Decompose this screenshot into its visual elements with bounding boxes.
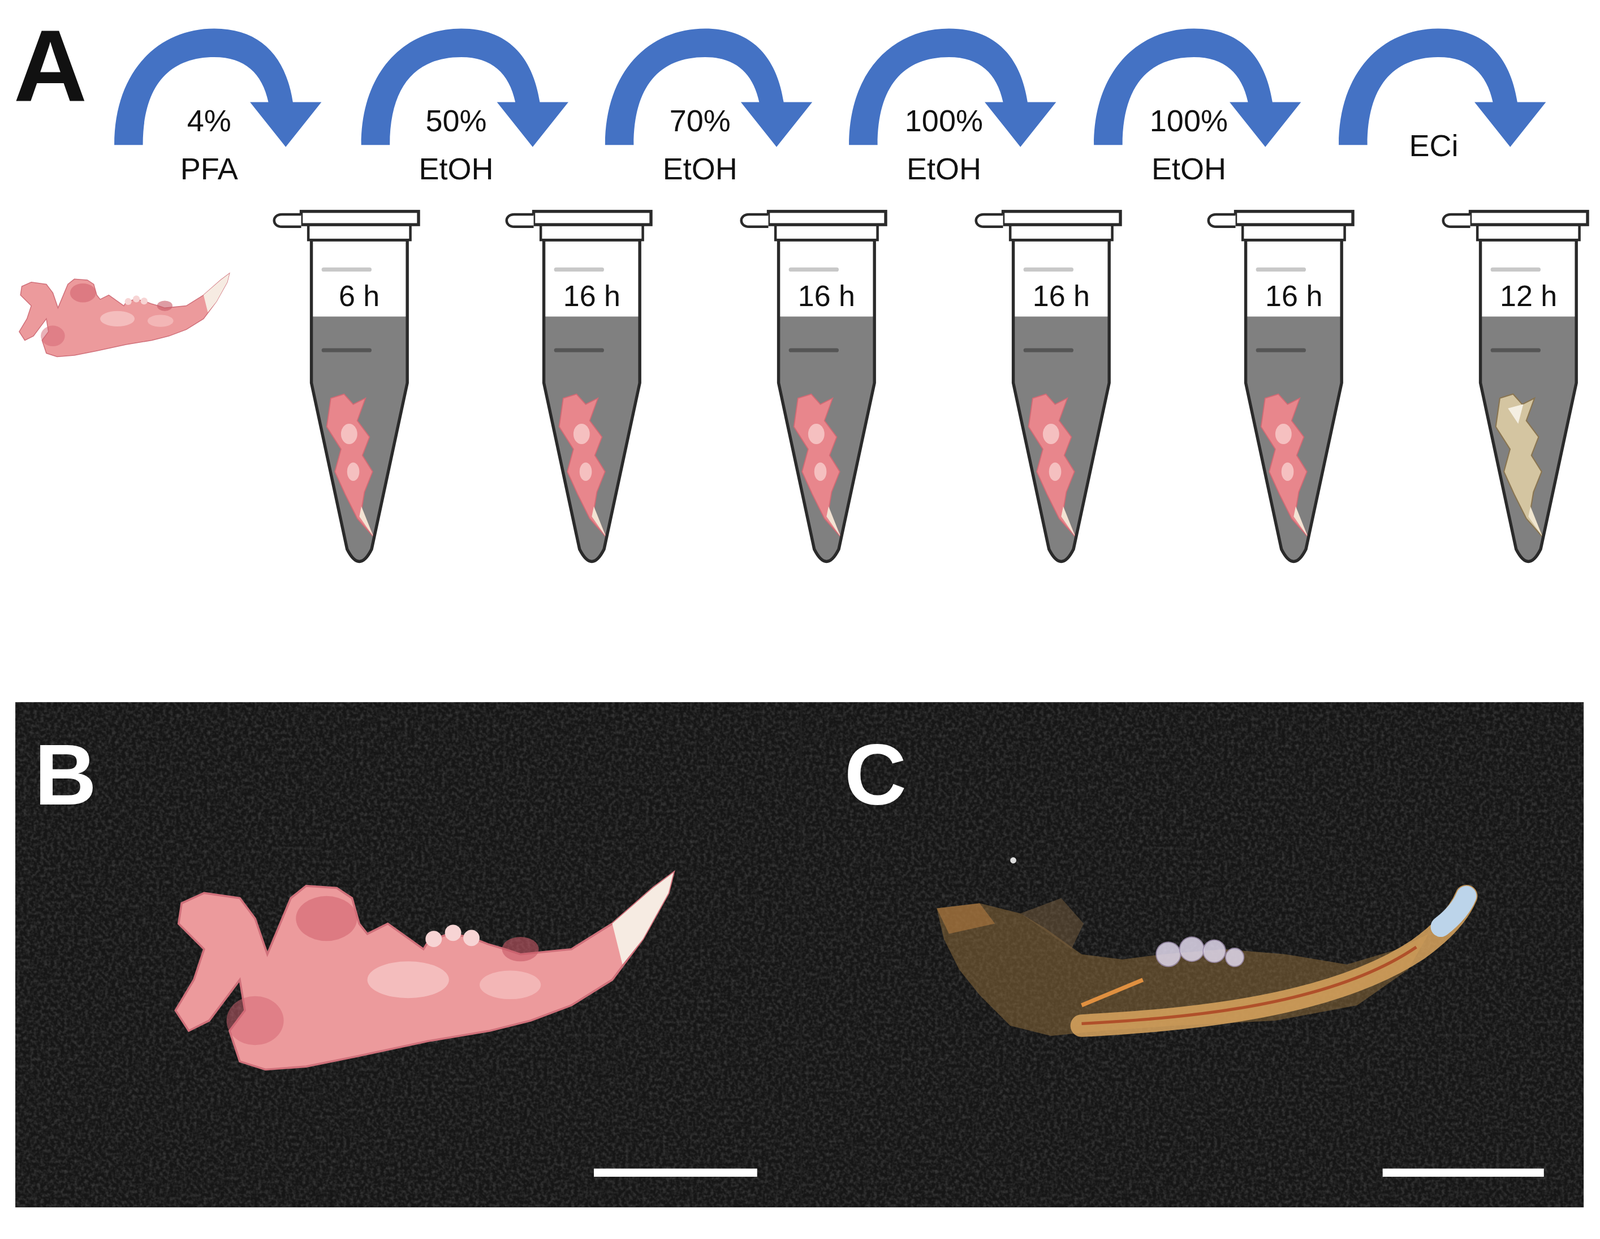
panel-letter: A (13, 15, 88, 118)
tube: 16 h (734, 204, 919, 572)
panel-letter: B (34, 731, 97, 818)
time-label: 16 h (734, 278, 919, 314)
tube: 16 h (1201, 204, 1386, 572)
time-label: 12 h (1436, 278, 1600, 314)
reagent-label: 50% EtOH (418, 96, 494, 193)
photo-backdrop (15, 701, 1584, 1207)
reagent-label: 70% EtOH (662, 96, 738, 193)
reagent-label: 100% EtOH (1149, 96, 1228, 193)
tube-outline (734, 204, 919, 572)
reagent-label: ECi (1408, 121, 1459, 170)
panel-letter: C (844, 731, 907, 818)
reagent-label: 4% PFA (180, 96, 239, 193)
scale-bar (1382, 1168, 1545, 1177)
time-label: 6 h (267, 278, 452, 314)
tube: 6 h (267, 204, 452, 572)
tube-outline (499, 204, 684, 572)
tube-outline (969, 204, 1154, 572)
mandible-specimen (19, 273, 230, 357)
time-label: 16 h (499, 278, 684, 314)
tube: 16 h (499, 204, 684, 572)
time-label: 16 h (969, 278, 1154, 314)
tube: 16 h (969, 204, 1154, 572)
time-label: 16 h (1201, 278, 1386, 314)
tube-outline (267, 204, 452, 572)
tube: 12 h (1436, 204, 1600, 572)
fresh-mandible (175, 872, 674, 1069)
cleared-mandible (936, 856, 1466, 1036)
scale-bar (593, 1168, 758, 1177)
step-arrows (114, 28, 1546, 148)
tube-outline (1201, 204, 1386, 572)
tube-outline (1436, 204, 1600, 572)
reagent-label: 100% EtOH (904, 96, 983, 193)
